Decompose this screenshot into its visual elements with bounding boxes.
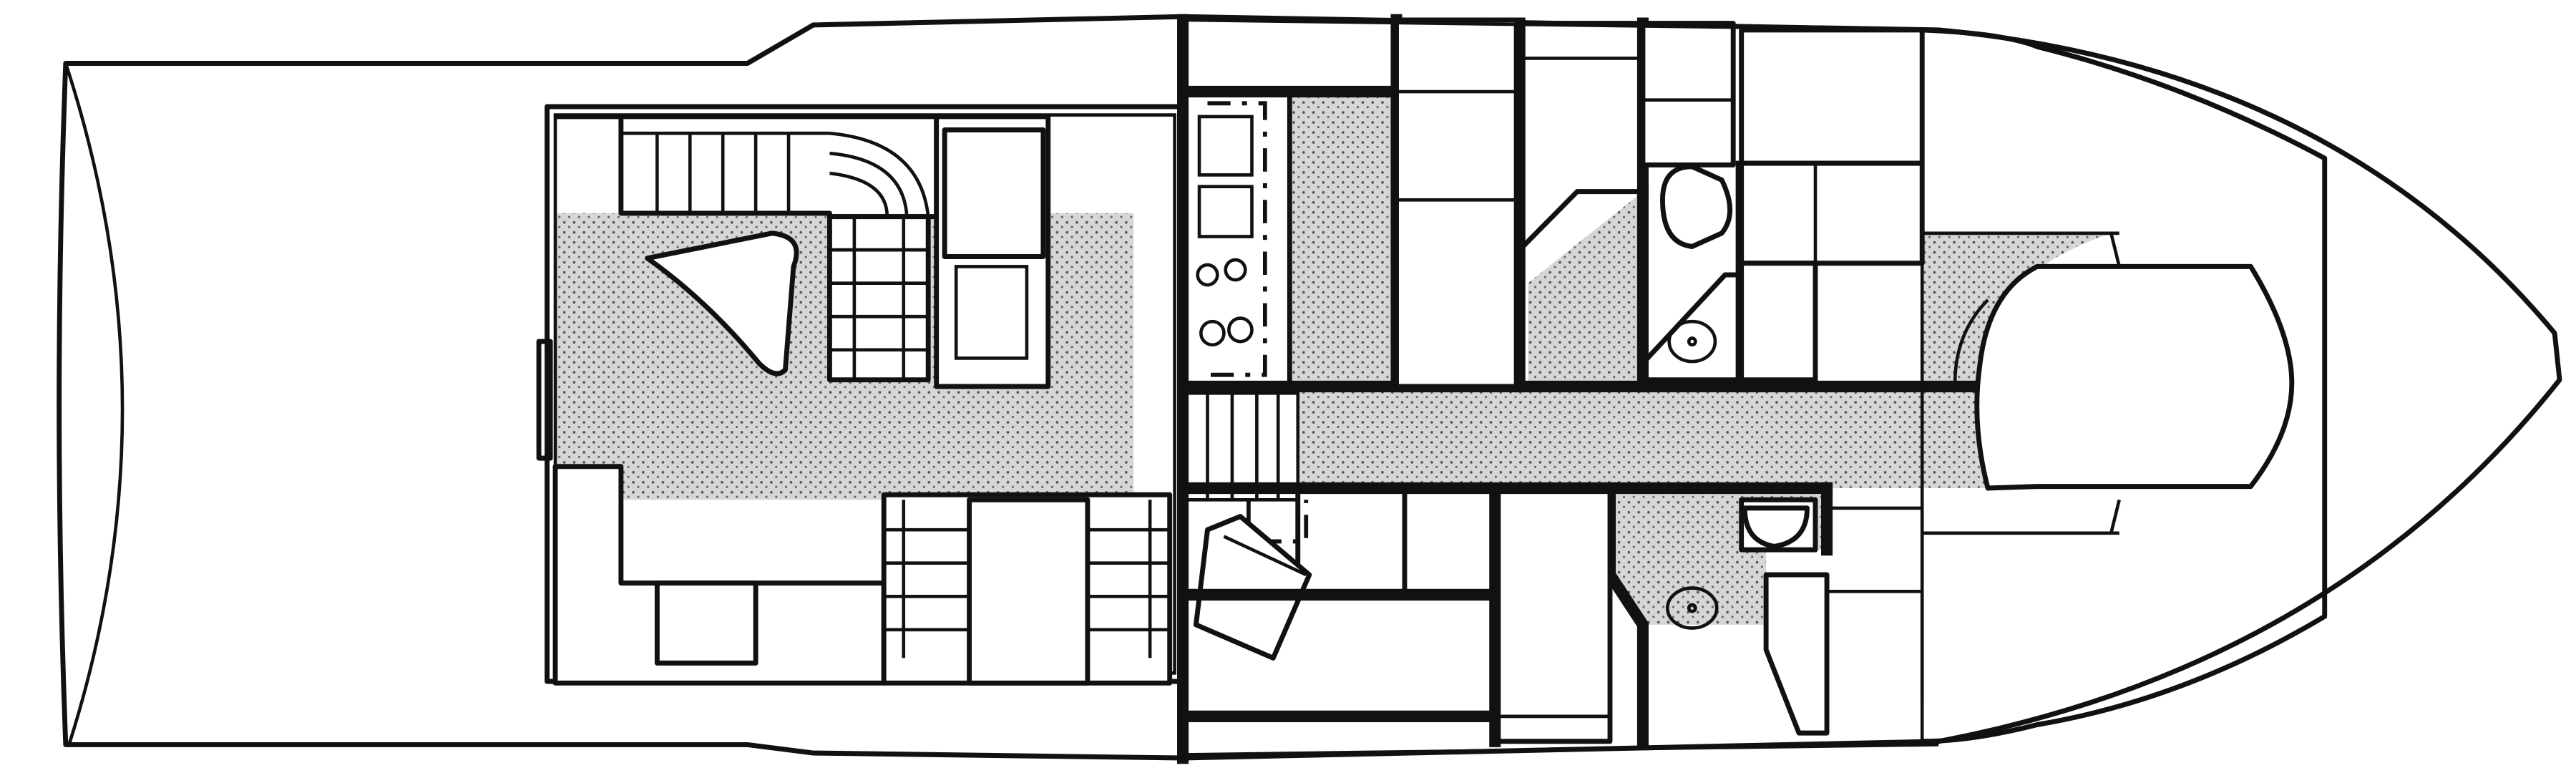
aft-locker <box>1763 572 1830 736</box>
companionway-steps <box>1186 391 1300 502</box>
galley-counter-edge <box>1207 101 1267 377</box>
forward-cabin <box>1739 27 2328 744</box>
vanity-basin <box>1640 272 1745 383</box>
stove <box>1196 258 1254 347</box>
guest-stateroom <box>1394 17 1649 393</box>
l-shaped-settee <box>555 114 940 383</box>
sink <box>1197 115 1254 238</box>
galley-cabinet <box>1184 89 1292 394</box>
aft-vanity-basin <box>1666 586 1719 630</box>
master-berth <box>1295 489 1407 598</box>
forward-head <box>1636 21 1747 393</box>
salon <box>536 104 1182 686</box>
side-chair <box>934 114 1051 389</box>
cocktail-table <box>645 230 799 376</box>
bunk-upper <box>1394 17 1523 389</box>
forward-cabin-floor <box>1922 233 2112 488</box>
master-chair <box>1193 514 1312 661</box>
island-berth <box>1974 263 2295 491</box>
hull-inner-line <box>64 62 125 746</box>
toilet <box>1660 164 1733 249</box>
hull <box>57 14 2562 761</box>
side-deck <box>1186 18 1939 757</box>
salon-side-door <box>536 339 553 461</box>
forward-locker <box>1739 261 1818 383</box>
guest-stateroom-floor <box>1528 191 1643 386</box>
hull-outline <box>57 14 2562 761</box>
hanging-locker-lower <box>1492 489 1613 744</box>
passage-floor <box>1297 386 1989 488</box>
master-stateroom <box>1180 485 1613 747</box>
dinette-settee <box>552 464 1173 686</box>
